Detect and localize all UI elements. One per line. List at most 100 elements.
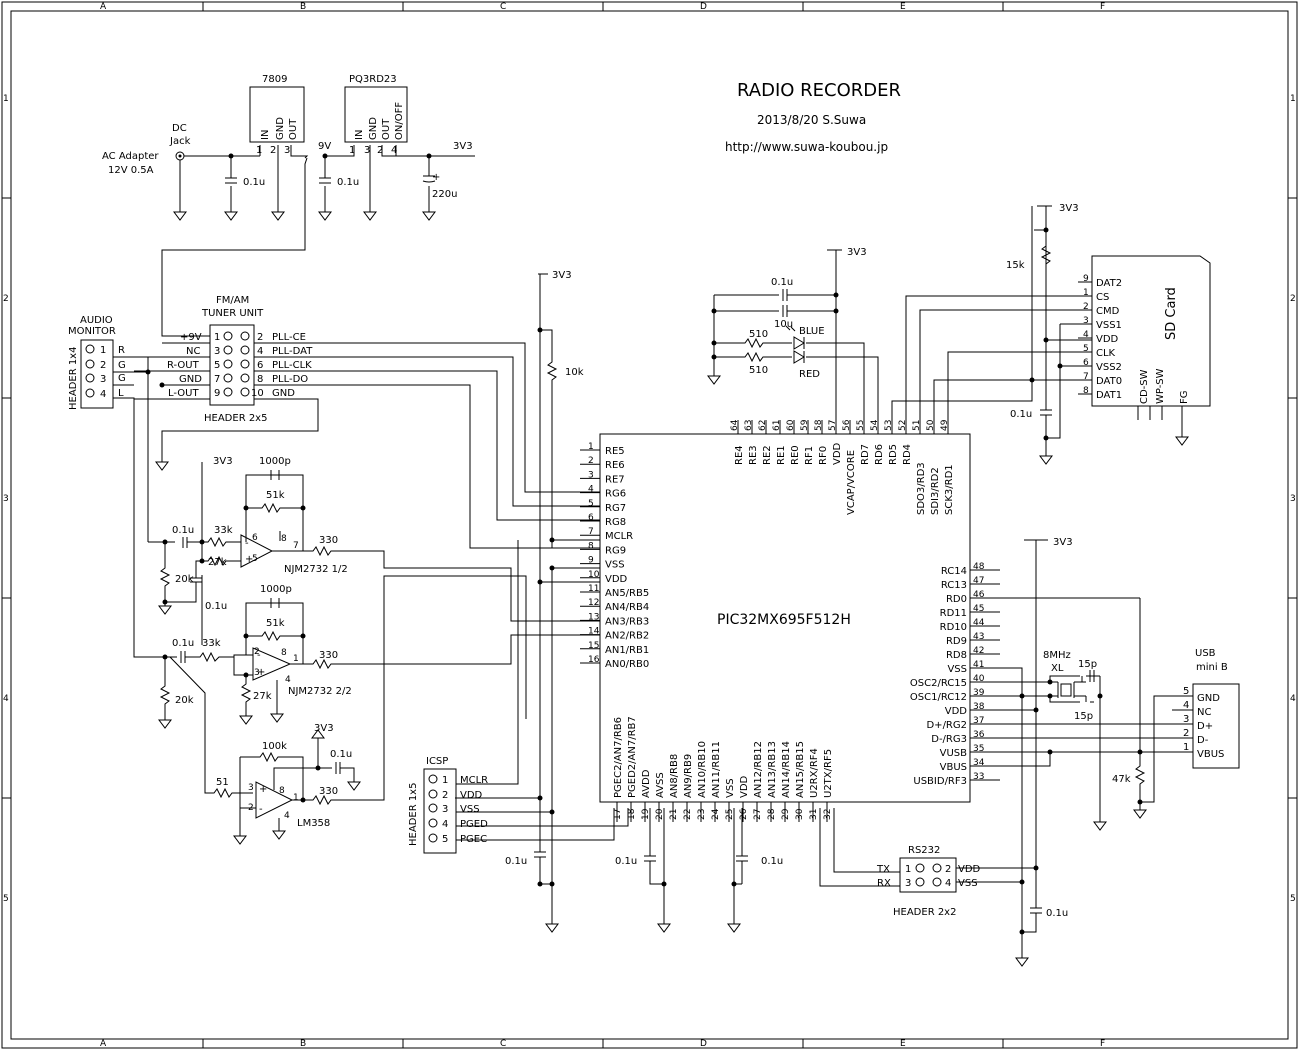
audio-pin-1-num: 1 — [100, 345, 106, 356]
mcu-top-pin-label: VDD — [832, 442, 843, 465]
mcu-top-pin-label: RD4 — [902, 444, 913, 465]
sd-wp-sw: WP-SW — [1155, 368, 1166, 404]
mcu-bottom-pin-num: 29 — [781, 808, 791, 820]
mcu-right-pin-num: 36 — [973, 730, 985, 740]
sd-pin-num: 9 — [1083, 274, 1089, 284]
row-2-right: 2 — [1290, 294, 1296, 304]
icsp-title: ICSP — [426, 756, 448, 767]
reg2-pin3-num: 3 — [364, 145, 370, 156]
icsp-pin4-num: 4 — [442, 819, 448, 830]
mcu-bottom-pins: 17PGEC2/AN7/RB618PGED2/AN7/RB719AVDD20AV… — [613, 716, 834, 822]
reg2-pin1-num: 1 — [349, 145, 355, 156]
reg2-pin4-num: 4 — [391, 145, 397, 156]
usb-pin1-label: VBUS — [1197, 749, 1224, 760]
audio-pin-2-num: 2 — [100, 360, 106, 371]
xtal-name: XL — [1051, 663, 1064, 674]
svg-text:+: + — [245, 554, 253, 565]
mcu-left-pin-label: RE7 — [605, 474, 625, 485]
row-4-right: 4 — [1290, 694, 1296, 704]
col-b-top: B — [300, 2, 306, 12]
mcu-top-pin-label: RD5 — [888, 444, 899, 465]
usb-pin3-label: D+ — [1197, 721, 1213, 732]
mcu-top-pin-label: RF0 — [818, 446, 829, 465]
mcu-bottom-pin-label: AN14/RB14 — [781, 741, 792, 798]
opamp2-name: NJM2732 2/2 — [288, 686, 352, 697]
mcu-left-pin-num: 14 — [588, 627, 600, 637]
led-network: 3V3 0.1u 10u 510 510 BLUE RED — [707, 247, 879, 420]
mcu-right-pin-num: 48 — [973, 562, 985, 572]
mcu-top-pin-label: RE2 — [762, 445, 773, 465]
mcu-top-pin-num: 54 — [870, 419, 880, 431]
tuner-pin4-label: PLL-DAT — [272, 346, 313, 357]
usb-pin5-label: GND — [1197, 693, 1220, 704]
rs232-pin2-num: 2 — [945, 864, 951, 875]
led-3v3-label: 3V3 — [847, 247, 867, 258]
sd-card-body — [1091, 255, 1211, 407]
mcu-left-pin-label: RG7 — [605, 503, 626, 514]
audio-monitor-header: AUDIO MONITOR HEADER 1x4 1 2 3 4 R G G L — [68, 315, 165, 658]
opamp3-rout: 330 — [319, 786, 338, 797]
col-f-top: F — [1100, 2, 1105, 12]
col-d-bottom: D — [700, 1039, 707, 1049]
tuner-pin7-num: 7 — [214, 374, 220, 385]
tuner-pin9-label: L-OUT — [168, 388, 199, 399]
led-cap-value: 0.1u — [771, 277, 793, 288]
mcu-bottom-pin-label: U2RX/RF4 — [809, 748, 820, 798]
opamp1-symbol — [240, 534, 274, 568]
sd-pin-num: 1 — [1083, 288, 1089, 298]
sd-pin-num: 6 — [1083, 358, 1089, 368]
usb-r-value: 47k — [1112, 774, 1131, 785]
mcu-bottom-pin-num: 32 — [823, 809, 833, 820]
opamp2-rin: 33k — [202, 638, 221, 649]
reg2-pin2-num: 2 — [377, 145, 383, 156]
mcu-right-pin-label: VUSB — [940, 748, 968, 759]
frame-row-labels: 1 2 3 4 5 1 2 3 4 5 — [3, 94, 1296, 904]
mcu-right-pin-label: RD10 — [940, 622, 967, 633]
audio-title-2: MONITOR — [68, 326, 116, 337]
opamp-3v3-label: 3V3 — [213, 456, 233, 467]
icsp-pin3-label: VSS — [460, 804, 480, 815]
led-red-label: RED — [799, 369, 820, 380]
tuner-pin7-label: GND — [179, 374, 202, 385]
mcu-right-pin-num: 43 — [973, 632, 984, 642]
sd-pin-label: CMD — [1096, 306, 1120, 317]
usb-pin5-num: 5 — [1183, 686, 1189, 697]
mcu-right-pin-label: RD11 — [940, 608, 967, 619]
icsp-pin4-label: PGED — [460, 819, 488, 830]
mcu-left-pin-num: 6 — [588, 513, 594, 523]
mcu-bottom-pin-label: AN10/RB10 — [697, 741, 708, 798]
title-date-author: 2013/8/20 S.Suwa — [757, 113, 866, 127]
row-5-left: 5 — [3, 894, 9, 904]
col-a-top: A — [100, 2, 107, 12]
mcu-right-pin-num: 40 — [973, 674, 985, 684]
mcu-bottom-pin-label: U2TX/RF5 — [823, 749, 834, 798]
xtal-c2: 15p — [1074, 711, 1093, 722]
audio-pin-1-label: R — [118, 345, 125, 356]
opamp3-symbol — [255, 781, 294, 819]
mcu-right-pin-num: 42 — [973, 646, 984, 656]
mcu-bottom-pin-num: 18 — [627, 808, 637, 820]
sd-pin-num: 8 — [1083, 386, 1089, 396]
mcu-top-pin-num: 50 — [926, 419, 936, 431]
reg2-pin-in: IN — [354, 130, 365, 140]
sd-pin-label: DAT2 — [1096, 278, 1122, 289]
sd-pin-label: VSS1 — [1096, 320, 1122, 331]
rs232-pin1-label: TX — [876, 864, 890, 875]
sd-title: SD Card — [1164, 287, 1179, 340]
mcu-left-pin-label: AN4/RB4 — [605, 602, 649, 613]
tuner-pin2-num: 2 — [257, 332, 263, 343]
adapter-rating: 12V 0.5A — [108, 165, 154, 176]
col-c-bottom: C — [500, 1039, 506, 1049]
svg-text:3: 3 — [254, 668, 260, 678]
svg-text:1: 1 — [293, 793, 299, 803]
mcu-bottom-decoupling: 0.1u 0.1u — [615, 808, 783, 933]
tuner-pin1-label: +9V — [180, 332, 202, 343]
row-1-left: 1 — [3, 94, 9, 104]
icsp-pin2-label: VDD — [460, 790, 483, 801]
mcu-top-pin-num: 56 — [842, 419, 852, 431]
mcu-top-pin-num: 62 — [758, 420, 768, 431]
opamp2-rfb: 51k — [266, 618, 285, 629]
mcu-right-pin-num: 47 — [973, 576, 984, 586]
tuner-pin5-label: R-OUT — [167, 360, 200, 371]
mcu-left-pin-label: AN5/RB5 — [605, 588, 649, 599]
